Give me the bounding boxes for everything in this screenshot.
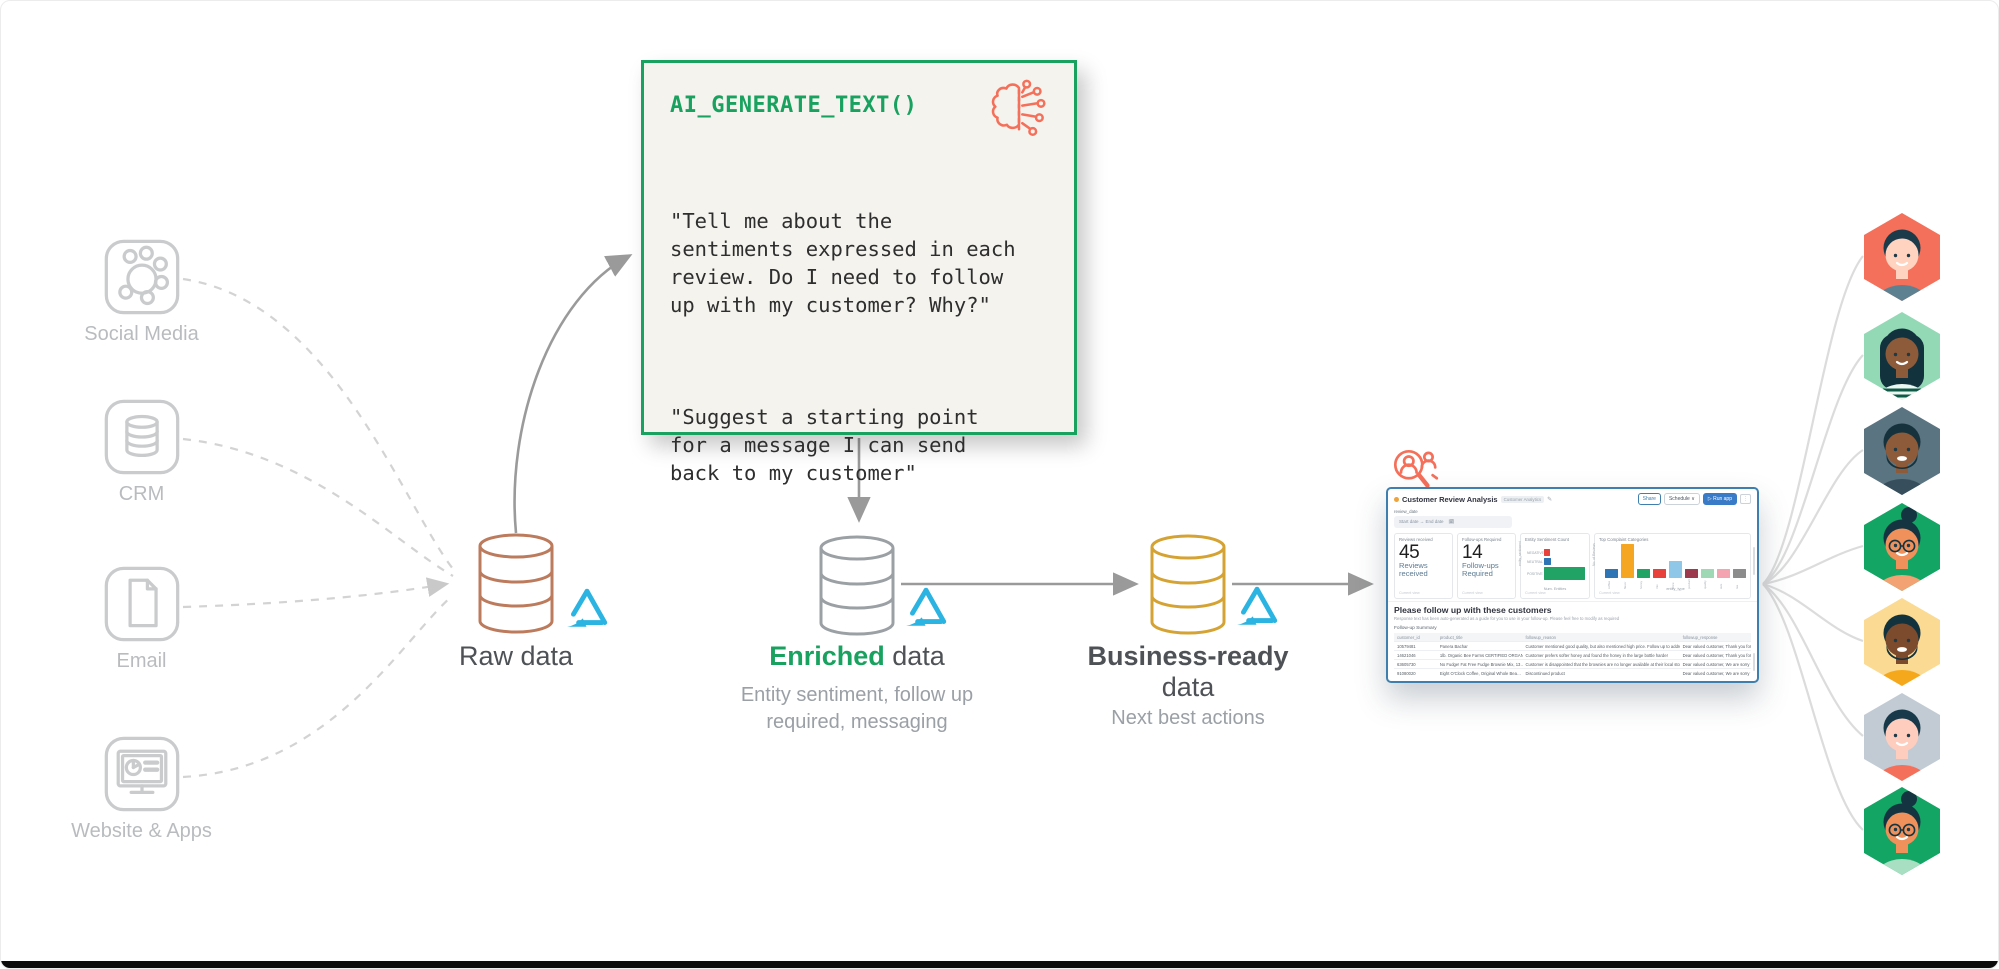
- dashboard-badge: Customer Analytics: [1500, 495, 1545, 503]
- complaint-bar-quality: [1701, 568, 1714, 578]
- follow-up-section: Please follow up with these customers Re…: [1388, 600, 1757, 624]
- followups-required-value: 14: [1462, 541, 1483, 563]
- more-menu-button[interactable]: ⋮: [1740, 494, 1751, 504]
- reviews-received-value: 45: [1399, 541, 1420, 563]
- bottom-frame-bar: [1, 961, 1998, 968]
- customer-avatar: [1863, 312, 1941, 400]
- filter-label: review_date: [1394, 509, 1418, 514]
- ai-generate-text-box: AI_GENERATE_TEXT() "Tell me about the se…: [641, 60, 1077, 485]
- business-ready-cylinder: [1148, 532, 1228, 638]
- dashboard-title: Customer Review Analysis: [1402, 494, 1498, 504]
- data-platform-logo: [1234, 585, 1280, 634]
- source-website-apps: Website & Apps: [59, 734, 224, 843]
- wire-raw-to-aibox: [513, 254, 633, 534]
- enriched-data-cylinder: [817, 533, 897, 639]
- table-column-header: customer_id: [1394, 633, 1437, 642]
- customer-avatar: [1863, 407, 1941, 495]
- sentiment-bar-negative: NEGATIVE: [1527, 549, 1585, 556]
- complaint-bar-flavor: [1621, 543, 1634, 578]
- data-platform-logo: [903, 586, 949, 635]
- complaint-bar-coffee: [1605, 568, 1618, 578]
- customer-review-analysis-dashboard: Customer Review Analysis Customer Analyt…: [1386, 487, 1759, 683]
- ai-prompt-2: "Suggest a starting point for a message …: [670, 405, 979, 485]
- source-label: CRM: [118, 483, 165, 505]
- raw-data-cylinder: [476, 531, 556, 637]
- metric-cards-row: Reviews received 45 Reviews received Cur…: [1388, 531, 1757, 601]
- complaint-bar-size: [1717, 568, 1730, 578]
- source-social-media: Social Media: [59, 237, 224, 346]
- raw-data-label: Raw data: [458, 641, 574, 671]
- business-ready-label: Business-ready data Next best actions: [1068, 641, 1308, 732]
- ai-brain-circuit-icon: [986, 77, 1052, 148]
- complaint-bar-honey: [1637, 568, 1650, 578]
- source-email: Email: [59, 564, 224, 673]
- source-label: Social Media: [84, 323, 199, 345]
- customer-avatar: [1863, 787, 1941, 875]
- sentiment-bar-positive: POSITIVE: [1527, 567, 1585, 580]
- scrollbar[interactable]: [1752, 547, 1755, 575]
- customer-avatar: [1863, 503, 1941, 591]
- ai-function-title: AI_GENERATE_TEXT(): [670, 93, 918, 118]
- date-range-input[interactable]: Start date → End date 🗓: [1394, 515, 1512, 528]
- customer-avatar: [1863, 213, 1941, 301]
- source-label: Website & Apps: [71, 820, 212, 842]
- complaint-bar-mix: [1653, 568, 1666, 578]
- website-apps-icon: [59, 734, 224, 814]
- table-column-header: product_title: [1436, 633, 1523, 642]
- entity-sentiment-bar-chart: NEGATIVE NEUTRAL POSITIVE: [1525, 543, 1585, 587]
- share-button[interactable]: Share: [1637, 493, 1661, 505]
- complaint-bar-price: [1669, 560, 1682, 578]
- source-label: Email: [116, 650, 167, 672]
- date-filter-section: review_date Start date → End date 🗓: [1388, 507, 1757, 531]
- business-ready-subtitle: Next best actions: [1111, 707, 1265, 729]
- customer-avatar: [1863, 598, 1941, 686]
- enriched-data-subtitle: Entity sentiment, follow up required, me…: [740, 684, 974, 733]
- scrollbar[interactable]: [1752, 653, 1755, 671]
- complaint-bar-tea: [1733, 568, 1746, 578]
- dashboard-header: Customer Review Analysis Customer Analyt…: [1388, 489, 1757, 507]
- enriched-data-label: Enriched data Entity sentiment, follow u…: [717, 641, 997, 736]
- reviews-received-card: Reviews received 45 Reviews received Cur…: [1394, 532, 1453, 599]
- complaint-bar-product: [1685, 568, 1698, 578]
- table-column-header: followup_response: [1679, 633, 1751, 642]
- sentiment-bar-neutral: NEUTRAL: [1527, 558, 1585, 565]
- table-column-header: followup_reason: [1522, 633, 1680, 642]
- follow-up-subtitle: Response text has been auto-generated as…: [1394, 616, 1620, 621]
- customer-avatar: [1863, 693, 1941, 781]
- data-platform-logo: [564, 587, 610, 636]
- top-complaints-chart-card: Top Complaint Categories No. of Reviews …: [1592, 532, 1751, 599]
- entity-sentiment-chart-card: Entity Sentiment Count entity_sentiment …: [1518, 532, 1590, 599]
- follow-up-heading: Please follow up with these customers: [1394, 604, 1552, 615]
- crm-database-icon: [59, 397, 224, 477]
- run-app-button[interactable]: ▷ Run app: [1702, 493, 1737, 505]
- edit-pencil-icon[interactable]: ✎: [1547, 496, 1553, 503]
- email-document-icon: [59, 564, 224, 644]
- wire-fanout-to-customers: [1762, 255, 1864, 831]
- customer-analysis-magnifier-icon: [1387, 443, 1443, 504]
- followups-required-card: Follow-ups Required 14 Follow-ups Requir…: [1457, 532, 1516, 599]
- calendar-icon: 🗓: [1448, 518, 1455, 524]
- app-status-dot: [1394, 496, 1399, 502]
- ai-prompt-1: "Tell me about the sentiments expressed …: [670, 209, 1016, 317]
- social-media-icon: [59, 237, 224, 317]
- source-crm: CRM: [59, 397, 224, 506]
- schedule-dropdown[interactable]: Schedule ∨: [1663, 493, 1700, 505]
